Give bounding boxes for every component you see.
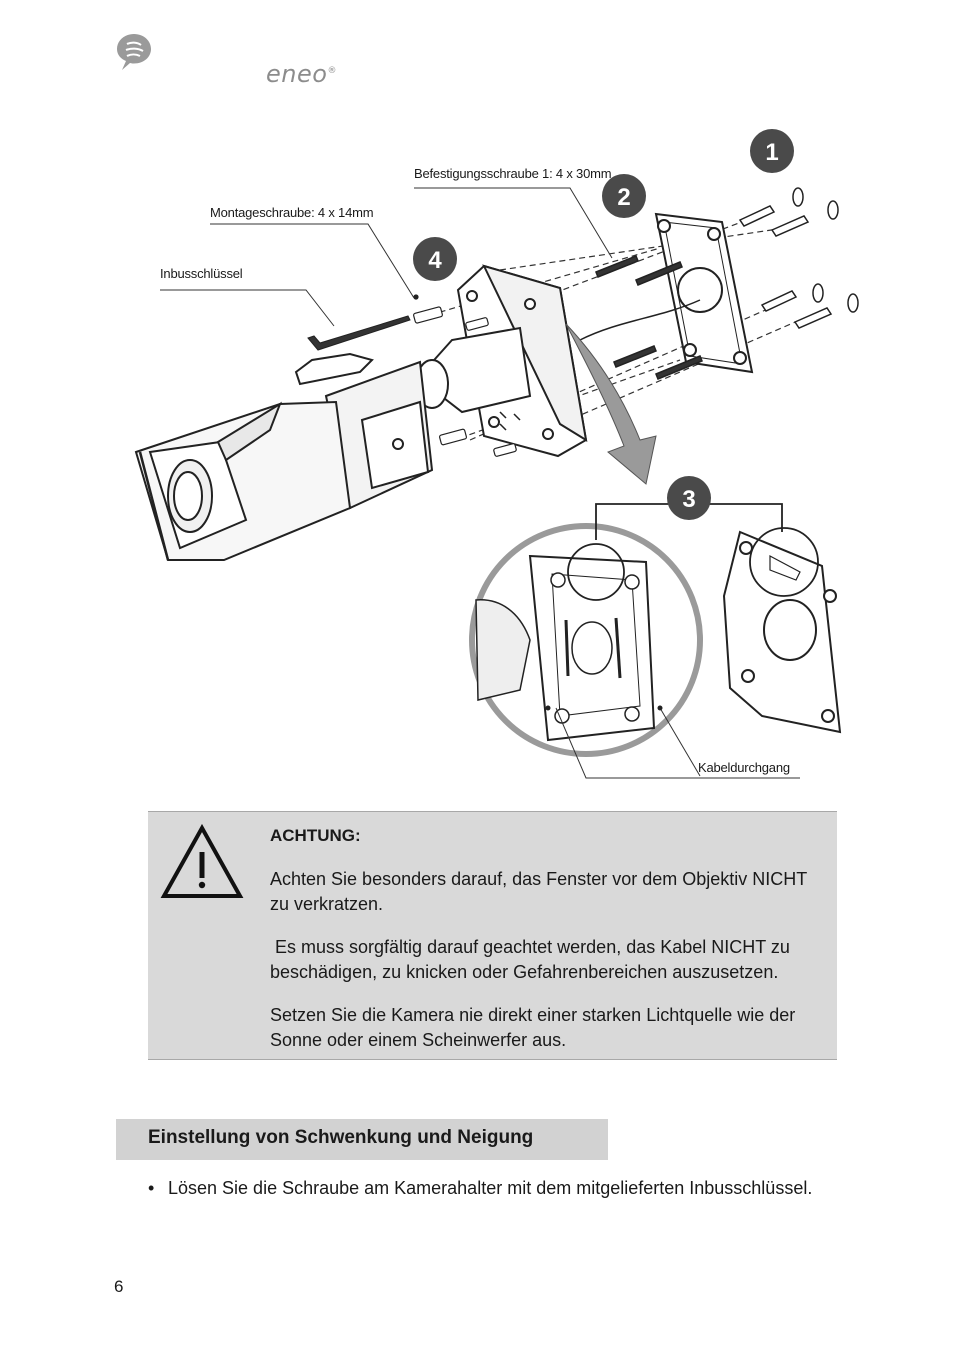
step-badge-4-label: 4: [428, 247, 442, 274]
detail-magnifier: [469, 523, 703, 757]
allen-key-icon: [307, 315, 411, 351]
label-cable-passage: Kabeldurchgang: [698, 760, 790, 775]
bullet-camera: [134, 326, 532, 561]
step-badge-1: 1: [750, 129, 794, 173]
step-badge-3-label: 3: [682, 486, 695, 513]
wall-anchors: [738, 187, 859, 329]
step-badge-1-label: 1: [765, 139, 778, 166]
bracket-plate-detail: [722, 527, 842, 734]
brand-name: eneo: [266, 60, 328, 88]
warning-paragraph: Setzen Sie die Kamera nie direkt einer s…: [270, 1005, 796, 1050]
warning-triangle-icon: [160, 824, 244, 898]
list-item-text: Lösen Sie die Schraube am Kamerahalter m…: [168, 1178, 813, 1198]
section-heading: Einstellung von Schwenkung und Neigung: [116, 1119, 608, 1160]
page-number: 6: [114, 1277, 124, 1296]
warning-paragraph: Es muss sorgfältig darauf geachtet werde…: [270, 937, 795, 982]
step-badge-2-label: 2: [617, 184, 630, 211]
bullet-icon: •: [148, 1178, 155, 1198]
mounting-screws: [413, 294, 517, 457]
fixing-screws: [595, 255, 703, 380]
label-allen-key: Inbusschlüssel: [160, 266, 243, 281]
rotate-arrow-icon: [565, 323, 657, 485]
step-badge-4: 4: [413, 237, 457, 281]
callout-lines: [160, 187, 800, 779]
list-item: • Lösen Sie die Schraube am Kamerahalter …: [148, 1178, 812, 1199]
warning-body: ACHTUNG: Achten Sie besonders darauf, da…: [270, 823, 830, 1071]
section-title: Einstellung von Schwenkung und Neigung: [148, 1127, 534, 1148]
brand-trademark: ®: [327, 66, 337, 76]
wall-plate: [579, 212, 754, 374]
brand-logo: eneo®: [114, 30, 336, 88]
step-badge-2: 2: [602, 174, 646, 218]
warning-paragraph: Achten Sie besonders darauf, das Fenster…: [270, 869, 807, 914]
step-badge-3: 3: [667, 476, 711, 520]
label-mounting-screw: Montageschraube: 4 x 14mm: [210, 205, 373, 220]
warning-title: ACHTUNG:: [270, 826, 361, 845]
eneo-logo-icon: [117, 34, 151, 70]
installation-diagram: Befestigungsschraube 1: 4 x 30mm Montage…: [134, 129, 859, 779]
label-fixing-screw: Befestigungsschraube 1: 4 x 30mm: [414, 166, 611, 181]
warning-box: ACHTUNG: Achten Sie besonders darauf, da…: [148, 811, 837, 1060]
